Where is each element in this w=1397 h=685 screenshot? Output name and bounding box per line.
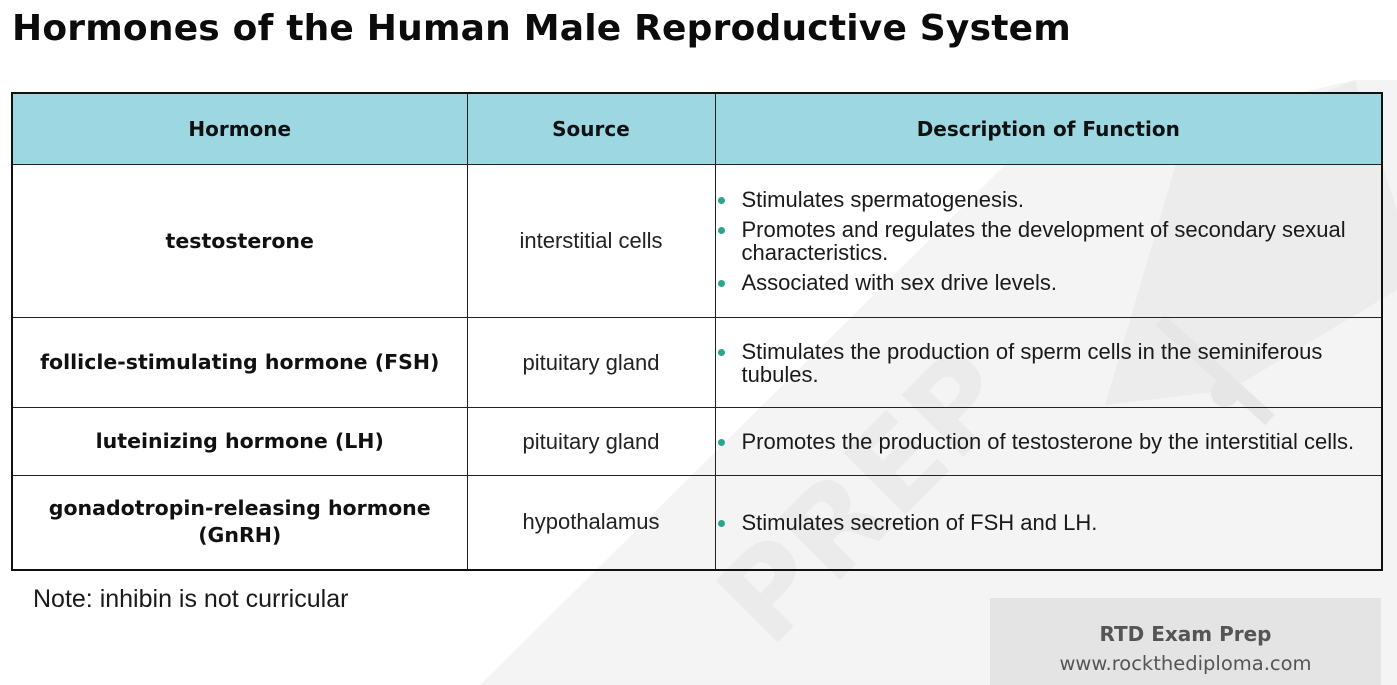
bullet-icon	[717, 439, 725, 446]
page-title: Hormones of the Human Male Reproductive …	[12, 8, 1071, 49]
hormone-source: hypothalamus	[466, 475, 716, 570]
hormone-name: follicle-stimulating hormone (FSH)	[11, 317, 468, 408]
hormones-table: Hormone Source Description of Function t…	[11, 92, 1383, 571]
hormone-description: Stimulates spermatogenesis. Promotes and…	[714, 164, 1383, 318]
brand-box: RTD Exam Prep www.rockthediploma.com	[990, 598, 1381, 685]
table-row-testosterone: testosterone interstitial cells Stimulat…	[11, 164, 1383, 318]
brand-url: www.rockthediploma.com	[1059, 652, 1312, 675]
table-row-gnrh: gonadotropin-releasing hormone (GnRH) hy…	[11, 475, 1383, 570]
function-text: Promotes and regulates the development o…	[741, 217, 1346, 265]
hormone-description: Promotes the production of testosterone …	[714, 407, 1383, 476]
function-list: Stimulates spermatogenesis. Promotes and…	[716, 188, 1382, 294]
function-item: Stimulates secretion of FSH and LH.	[716, 511, 1382, 534]
function-text: Stimulates secretion of FSH and LH.	[741, 509, 1098, 535]
bullet-icon	[717, 348, 725, 356]
column-header-hormone: Hormone	[11, 92, 468, 165]
curriculum-note: Note: inhibin is not curricular	[33, 585, 349, 613]
function-item: Stimulates the production of sperm cells…	[716, 340, 1382, 386]
function-item: Associated with sex drive levels.	[716, 271, 1382, 294]
hormone-name: gonadotropin-releasing hormone (GnRH)	[11, 475, 468, 570]
table-row-lh: luteinizing hormone (LH) pituitary gland…	[11, 407, 1383, 476]
hormone-name: testosterone	[11, 164, 468, 318]
table-row-fsh: follicle-stimulating hormone (FSH) pitui…	[11, 317, 1383, 408]
function-item: Promotes and regulates the development o…	[716, 218, 1382, 264]
function-item: Stimulates spermatogenesis.	[716, 188, 1382, 211]
brand-name: RTD Exam Prep	[1099, 622, 1272, 646]
function-text: Stimulates the production of sperm cells…	[741, 338, 1323, 387]
function-list: Stimulates secretion of FSH and LH.	[716, 511, 1382, 534]
hormone-source: pituitary gland	[466, 317, 716, 408]
function-text: Associated with sex drive levels.	[741, 270, 1057, 295]
function-list: Promotes the production of testosterone …	[716, 430, 1382, 453]
column-header-description: Description of Function	[714, 92, 1383, 165]
hormone-name: luteinizing hormone (LH)	[11, 407, 468, 476]
table-header-row: Hormone Source Description of Function	[11, 92, 1383, 165]
function-item: Promotes the production of testosterone …	[716, 430, 1382, 453]
bullet-icon	[717, 227, 725, 234]
hormone-source: pituitary gland	[466, 407, 716, 476]
function-list: Stimulates the production of sperm cells…	[716, 340, 1382, 386]
function-text: Promotes the production of testosterone …	[741, 429, 1355, 454]
hormone-source: interstitial cells	[466, 164, 716, 318]
bullet-icon	[717, 519, 725, 527]
bullet-icon	[717, 197, 725, 204]
bullet-icon	[717, 280, 725, 287]
column-header-source: Source	[466, 92, 716, 165]
hormone-description: Stimulates secretion of FSH and LH.	[714, 475, 1383, 570]
hormone-description: Stimulates the production of sperm cells…	[714, 317, 1383, 408]
function-text: Stimulates spermatogenesis.	[741, 187, 1024, 212]
